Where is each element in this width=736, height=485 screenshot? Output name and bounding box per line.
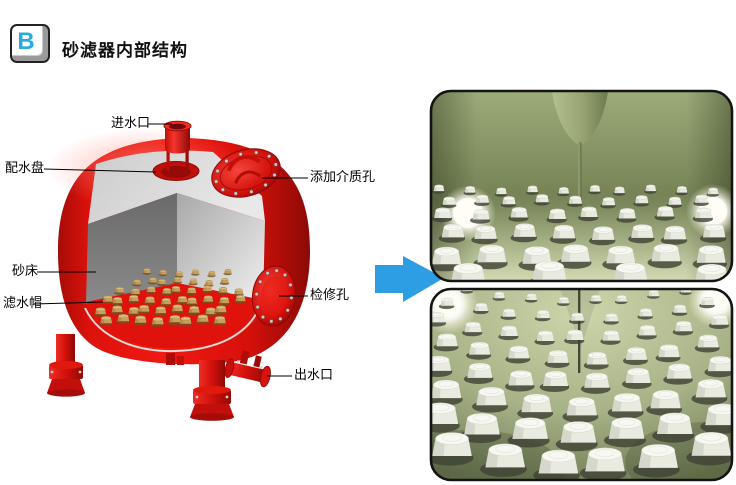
right-arrow-icon xyxy=(375,256,444,302)
tank-leg-center xyxy=(190,360,234,421)
media-fill-hole-flange xyxy=(211,148,281,198)
sand-filter-tank xyxy=(45,120,310,421)
inlet-pipe xyxy=(163,120,192,171)
outlet-pipe xyxy=(224,350,271,388)
label-distribution-plate: 配水盘 xyxy=(5,161,45,176)
tank-interior-photo-bottom xyxy=(429,287,734,482)
drain-stub-2 xyxy=(177,356,184,365)
photo-border-top xyxy=(429,89,734,283)
drain-stub xyxy=(166,353,175,365)
leader-lines xyxy=(33,123,308,377)
photo-border-bottom xyxy=(429,287,734,482)
inspection-hole-flange xyxy=(251,265,297,327)
label-media-fill-hole: 添加介质孔 xyxy=(310,170,376,185)
cutaway-left-wall xyxy=(86,193,177,304)
badge-letter: B xyxy=(17,27,35,55)
label-inlet: 进水口 xyxy=(111,116,151,131)
center-column xyxy=(552,91,608,146)
tank-interior-photo-top xyxy=(429,89,734,283)
sand-filter-nozzles xyxy=(93,268,246,328)
label-sand-bed: 砂床 xyxy=(12,264,39,279)
filter-nozzles-photo-top xyxy=(431,184,731,281)
label-filter-nozzle: 滤水帽 xyxy=(3,296,43,311)
keyboard-key-icon: B xyxy=(10,24,50,63)
plate-front-rim xyxy=(84,305,261,353)
tank-leg-left xyxy=(47,334,85,397)
page-title: 砂滤器内部结构 xyxy=(62,41,188,60)
filter-nozzles-photo-bottom xyxy=(431,289,732,480)
label-outlet: 出水口 xyxy=(294,368,334,383)
label-inspection-hole: 检修孔 xyxy=(310,288,350,303)
